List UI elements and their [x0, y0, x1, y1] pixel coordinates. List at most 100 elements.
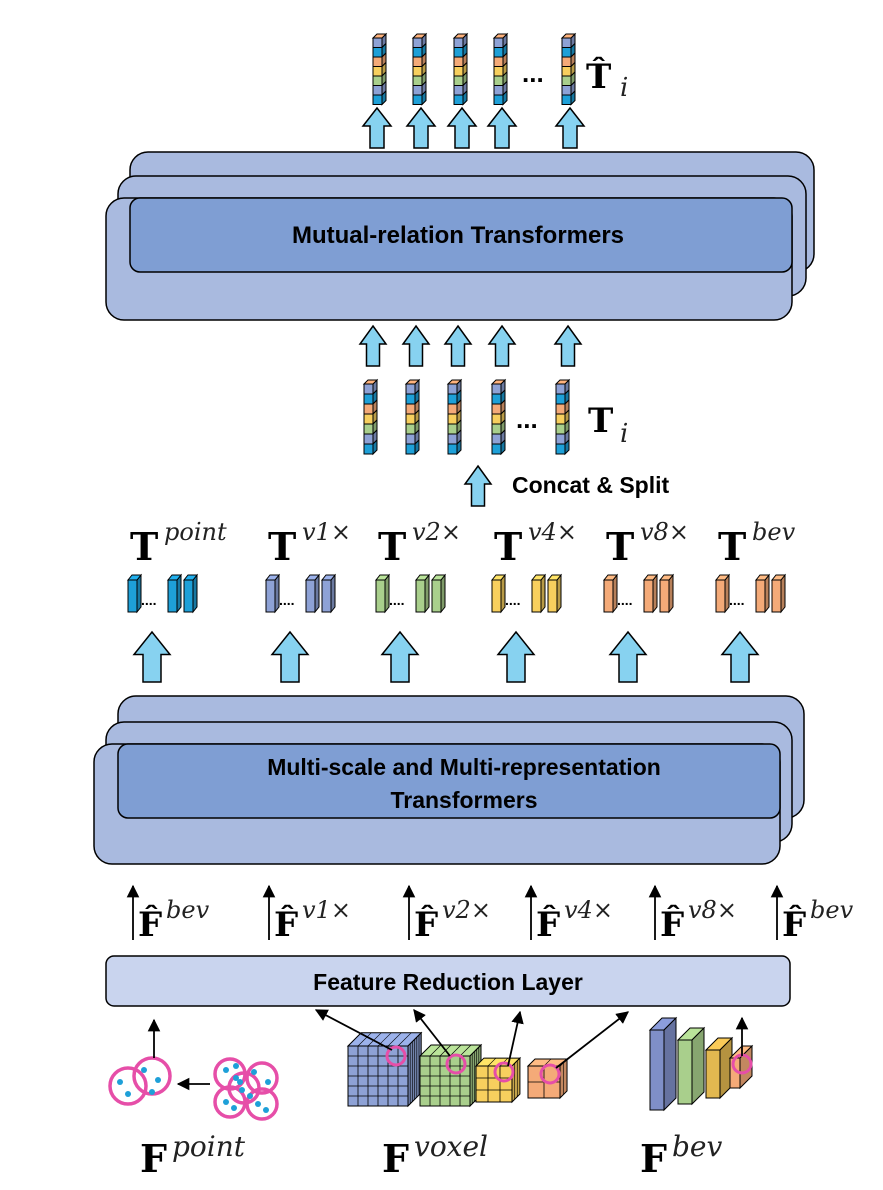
token-cell — [372, 37, 383, 48]
token-bar — [321, 579, 332, 613]
token-cell — [555, 403, 566, 415]
reduced-feature: F̂v2× — [402, 884, 491, 945]
token-cell — [491, 403, 502, 415]
token-cell — [412, 47, 423, 58]
up-arrow — [380, 630, 420, 683]
token-group-ellipsis: .... — [729, 592, 745, 608]
token-cell — [561, 37, 572, 48]
output-token-stack — [560, 32, 577, 106]
token-cell — [561, 47, 572, 58]
token-cell — [412, 66, 423, 77]
up-arrow — [132, 630, 172, 683]
token-cell-top — [452, 33, 469, 39]
token-bar-top — [414, 574, 431, 581]
up-arrow — [486, 106, 518, 149]
up-arrow — [358, 324, 388, 367]
bev-slab-side — [691, 1026, 705, 1106]
token-bar-side — [652, 573, 658, 614]
token-cell — [447, 383, 458, 395]
reduced-feature-base: F̂ — [782, 904, 806, 945]
token-bar-side — [314, 573, 320, 614]
token-group-ellipsis: .... — [279, 592, 295, 608]
token-cell-side — [372, 438, 378, 456]
token-cell — [561, 56, 572, 67]
reduced-feature-superscript: v4× — [564, 896, 613, 924]
reduced-feature: F̂bev — [770, 884, 854, 945]
token-cell — [491, 383, 502, 395]
reduced-feature-base: F̂ — [536, 904, 560, 945]
up-arrow — [361, 106, 393, 149]
token-cell — [453, 56, 464, 67]
token-bar — [603, 579, 614, 613]
input-tokens-ellipsis: ... — [516, 404, 538, 434]
voxel-cube — [346, 1031, 423, 1108]
token-cell — [453, 66, 464, 77]
token-group-base: T — [268, 524, 296, 569]
token-cell-top — [371, 33, 388, 39]
token-cell — [372, 56, 383, 67]
pink-circle — [385, 1045, 407, 1067]
output-tokens-ellipsis: ... — [522, 58, 544, 88]
token-bar — [491, 579, 502, 613]
token-bar — [659, 579, 670, 613]
token-bar-side — [668, 573, 674, 614]
token-cell — [561, 94, 572, 105]
token-bar-side — [192, 573, 198, 614]
token-cell — [561, 66, 572, 77]
voxel-input — [314, 1009, 629, 1108]
pink-circle — [539, 1063, 561, 1085]
point-dot — [231, 1105, 237, 1111]
pink-circle — [132, 1056, 172, 1096]
input-token-stack — [362, 378, 379, 456]
token-cell-top — [404, 379, 421, 385]
output-token-stack — [452, 32, 469, 106]
token-cell-side — [570, 89, 576, 106]
point-dot — [247, 1093, 253, 1099]
voxel-side — [511, 1056, 521, 1104]
token-cell — [447, 423, 458, 435]
point-dot — [117, 1079, 123, 1085]
token-bar-top — [770, 574, 787, 581]
token-group-ellipsis: .... — [389, 592, 405, 608]
token-cell — [405, 393, 416, 405]
voxel-arrow — [555, 1011, 629, 1069]
up-arrow — [720, 630, 760, 683]
token-cell — [405, 443, 416, 455]
token-cell — [493, 75, 504, 86]
token-cell — [491, 423, 502, 435]
token-cell — [412, 75, 423, 86]
point-dot — [141, 1067, 147, 1073]
token-group-base: T — [718, 524, 746, 569]
token-bar-top — [320, 574, 337, 581]
token-cell-top — [560, 33, 577, 39]
token-cell — [453, 75, 464, 86]
token-cell-side — [462, 89, 468, 106]
token-cell — [491, 413, 502, 425]
input-tokens-subscript: i — [620, 419, 628, 449]
bev-slab-front — [677, 1039, 693, 1105]
up-arrow — [270, 630, 310, 683]
token-group-superscript: v1× — [302, 518, 351, 546]
token-cell — [555, 393, 566, 405]
bev-slab-side — [663, 1016, 677, 1112]
pink-circle — [493, 1061, 515, 1083]
output-tokens-subscript: i — [620, 73, 628, 103]
token-bar-top — [658, 574, 675, 581]
token-bar — [715, 579, 726, 613]
input-token-stack — [490, 378, 507, 456]
token-cell — [405, 413, 416, 425]
reduced-feature: F̂bev — [126, 884, 210, 945]
token-cell — [372, 47, 383, 58]
concat-split-label: Concat & Split — [512, 472, 670, 498]
input-token-stacks — [362, 378, 571, 456]
token-bar-top — [642, 574, 659, 581]
token-bar — [643, 579, 654, 613]
token-cell — [453, 85, 464, 96]
token-cell — [453, 47, 464, 58]
